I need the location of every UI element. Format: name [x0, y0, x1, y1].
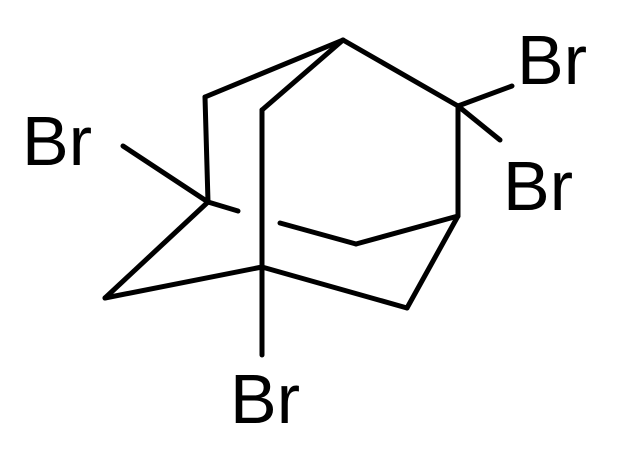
bond-c10-c7 [404, 213, 461, 311]
atom-labels: Br Br Br Br [22, 21, 587, 438]
atom-label-br-top-right: Br [517, 21, 587, 99]
bonds [102, 37, 515, 358]
bond-c1-c2 [202, 37, 346, 100]
bond-c3-c8 [102, 199, 211, 301]
bond-c3-c9-back-2 [277, 220, 359, 247]
bond-c5-br-top-right [455, 83, 515, 109]
atom-label-br-bottom: Br [230, 360, 300, 438]
bond-c2-c5 [340, 37, 461, 109]
bond-c3-br-left [120, 143, 211, 205]
bond-c1-c3 [202, 94, 211, 205]
bond-c5-br-right [455, 103, 503, 143]
bond-c2-c4 [259, 37, 346, 113]
bond-c3-c9-back [205, 199, 241, 214]
bond-c9-c7 [353, 213, 461, 247]
atom-label-br-right: Br [503, 147, 573, 225]
bond-c8-c6 [102, 264, 265, 301]
bond-c6-c10 [259, 264, 410, 311]
atom-label-br-left: Br [22, 102, 92, 180]
